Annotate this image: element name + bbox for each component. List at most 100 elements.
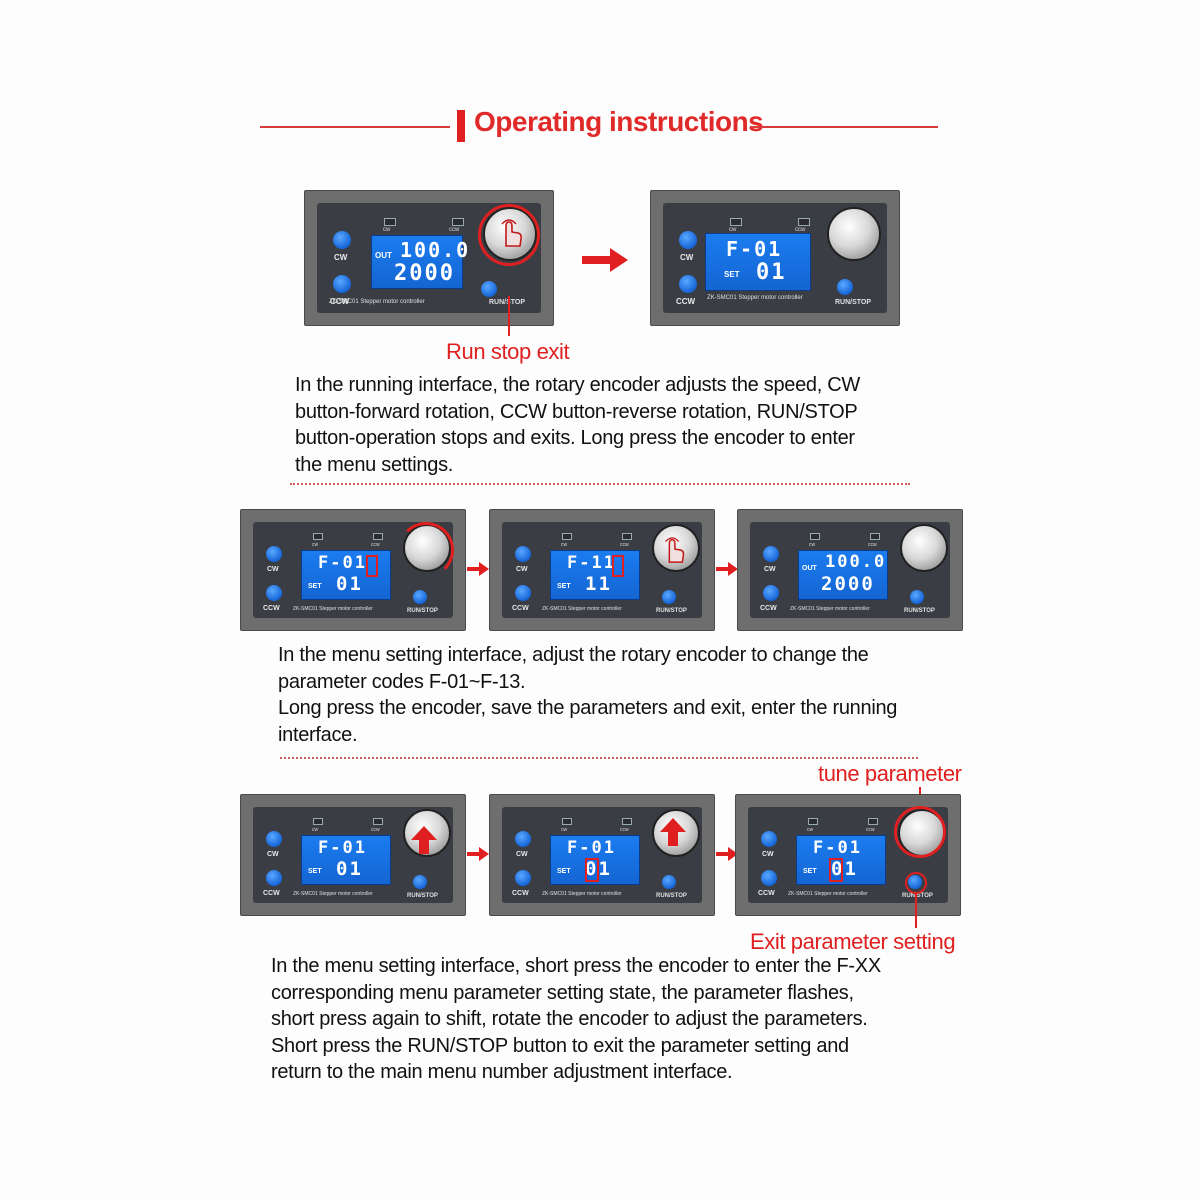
lcd-display: F-01 SET 01 [550, 835, 640, 885]
controller-menu-interface: CW CCW cw ccw F-01 SET 01 ZK-SMC01 Stepp… [650, 190, 900, 326]
ccw-button[interactable] [515, 870, 531, 886]
cw-led [810, 533, 820, 540]
cw-button[interactable] [515, 831, 531, 847]
ccw-button[interactable] [763, 585, 779, 601]
lcd-line-2: 01 [831, 858, 858, 880]
cw-button[interactable] [515, 546, 531, 562]
ccw-led-label: ccw [868, 542, 877, 548]
text-line: interface. [278, 723, 358, 746]
cw-led-label: cw [561, 827, 568, 833]
text-line: Short press the RUN/STOP button to exit … [271, 1034, 849, 1057]
ccw-button-label: CCW [676, 297, 696, 306]
rotary-encoder-knob[interactable] [652, 524, 700, 572]
text-line: return to the main menu number adjustmen… [271, 1061, 733, 1083]
lcd-line-1: F-01 [726, 237, 783, 261]
ccw-led-label: ccw [371, 542, 380, 548]
run-stop-label: RUN/STOP [489, 299, 525, 306]
digit-highlight-box [366, 555, 378, 577]
text-line: In the running interface, the rotary enc… [295, 374, 860, 396]
finger-press-icon [665, 537, 685, 563]
cw-button[interactable] [266, 831, 282, 847]
text-line: parameter codes F-01~F-13. [278, 670, 526, 693]
text-line: button-operation stops and exits. Long p… [295, 427, 855, 449]
cw-button-label: CW [680, 253, 694, 262]
lcd-line-2: 01 [336, 573, 363, 595]
cw-button[interactable] [763, 546, 779, 562]
controller-parameter-setting: CW CCW cw ccw F-01 SET 01 ZK-SMC01 Stepp… [489, 794, 715, 916]
ccw-led-label: ccw [449, 227, 460, 233]
run-stop-button[interactable] [481, 281, 497, 297]
cw-led-label: cw [729, 227, 737, 233]
cw-button-label: CW [334, 253, 348, 262]
lcd-line-2: 11 [585, 573, 612, 595]
cw-button-label: CW [764, 566, 776, 573]
ccw-button[interactable] [333, 275, 351, 293]
ccw-button[interactable] [515, 585, 531, 601]
tune-parameter-label: tune parameter [818, 761, 962, 786]
ccw-button-label: CCW [512, 605, 529, 612]
set-indicator: SET [308, 868, 322, 875]
lcd-display: OUT 100.0 2000 [798, 550, 888, 600]
out-indicator: OUT [802, 565, 817, 572]
digit-highlight-box [585, 858, 599, 882]
run-stop-label: RUN/STOP [835, 299, 872, 306]
run-stop-button[interactable] [413, 590, 427, 604]
ccw-button-label: CCW [758, 890, 775, 897]
ccw-led [622, 818, 632, 825]
section-divider [290, 483, 910, 485]
section-1-description: In the running interface, the rotary enc… [295, 372, 860, 478]
run-stop-button[interactable] [662, 590, 676, 604]
text-line: In the menu setting interface, short pre… [271, 955, 881, 977]
run-stop-button[interactable] [837, 279, 853, 295]
ccw-button-label: CCW [760, 605, 777, 612]
lcd-line-2: 01 [336, 858, 363, 880]
ccw-button-label: CCW [330, 297, 350, 306]
rotary-encoder-knob[interactable] [900, 524, 948, 572]
ccw-led [870, 533, 880, 540]
run-stop-button[interactable] [910, 590, 924, 604]
press-up-arrow-icon [660, 818, 686, 846]
encoder-rotate-ring [398, 522, 454, 578]
model-label: ZK-SMC01 Stepper motor controller [329, 299, 425, 305]
ccw-led-label: ccw [620, 542, 629, 548]
out-indicator: OUT [375, 251, 392, 260]
text-line: button-forward rotation, CCW button-reve… [295, 400, 858, 423]
controller-menu-interface: CW CCW cw ccw F-11 SET 11 ZK-SMC01 Stepp… [489, 509, 715, 631]
ccw-button[interactable] [679, 275, 697, 293]
cw-button-label: CW [267, 566, 279, 573]
rotary-encoder-knob[interactable] [827, 207, 881, 261]
cw-led-label: cw [809, 542, 816, 548]
cw-button[interactable] [266, 546, 282, 562]
text-line: short press again to shift, rotate the e… [271, 1008, 868, 1030]
set-indicator: SET [557, 583, 571, 590]
header-accent-bar [457, 110, 465, 142]
digit-highlight-box [829, 858, 843, 882]
cw-button[interactable] [679, 231, 697, 249]
run-stop-button[interactable] [662, 875, 676, 889]
ccw-button[interactable] [266, 870, 282, 886]
run-stop-button[interactable] [413, 875, 427, 889]
lcd-line-1: F-01 [318, 838, 367, 858]
set-indicator: SET [308, 583, 322, 590]
set-indicator: SET [724, 270, 740, 279]
cw-button-label: CW [516, 566, 528, 573]
ccw-led-label: ccw [371, 827, 380, 833]
cw-button[interactable] [333, 231, 351, 249]
finger-press-icon [501, 219, 522, 247]
ccw-button[interactable] [266, 585, 282, 601]
header-rule-right [750, 126, 938, 128]
step-arrow-icon [467, 562, 489, 576]
model-label: ZK-SMC01 Stepper motor controller [293, 891, 373, 897]
ccw-button[interactable] [761, 870, 777, 886]
cw-led-label: cw [383, 227, 391, 233]
lcd-display: F-11 SET 11 [550, 550, 640, 600]
cw-led [313, 533, 323, 540]
cw-led-label: cw [312, 542, 319, 548]
run-stop-label: RUN/STOP [904, 608, 935, 614]
run-stop-label: RUN/STOP [656, 608, 687, 614]
cw-button[interactable] [761, 831, 777, 847]
lcd-line-1: F-01 [318, 553, 367, 573]
cw-led [730, 218, 742, 226]
cw-led [808, 818, 818, 825]
